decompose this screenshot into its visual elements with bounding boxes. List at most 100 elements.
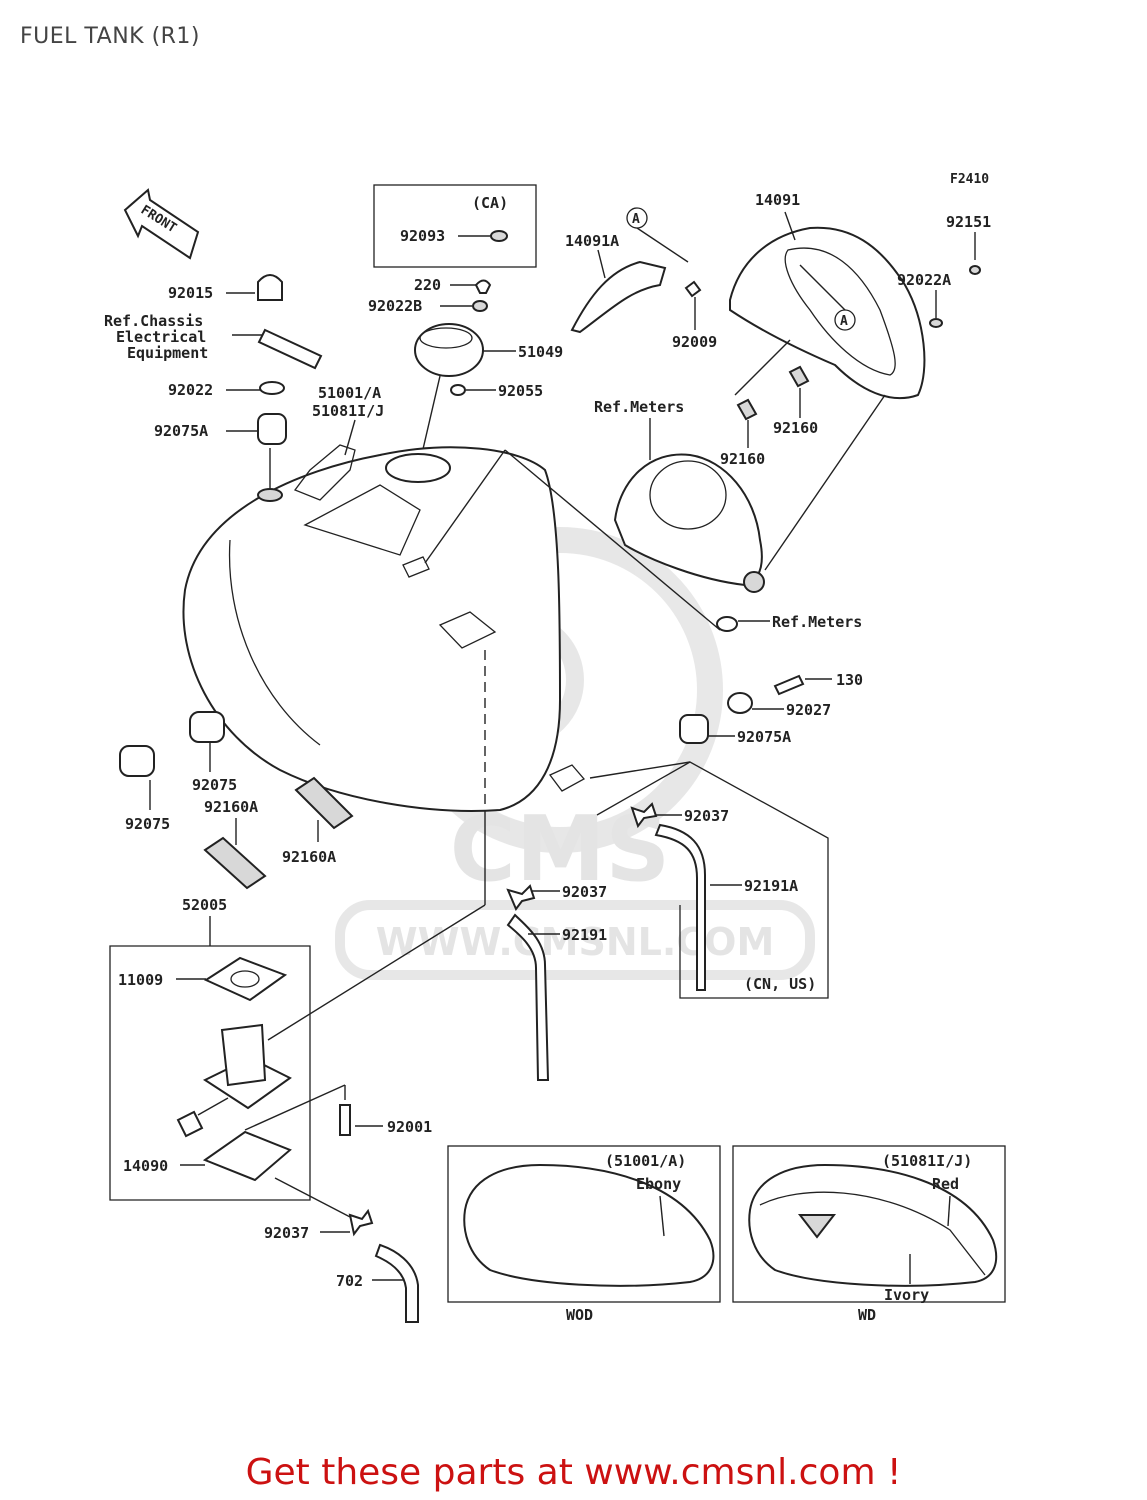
part-14091A: 14091A — [565, 232, 619, 250]
filter-14090 — [202, 1130, 292, 1182]
cover-14091A — [570, 260, 667, 334]
part-92037-center: 92037 — [562, 883, 607, 901]
cn-us-label: (CN, US) — [744, 975, 816, 993]
part-92075-b: 92075 — [125, 815, 170, 833]
pad-92160A-b — [294, 776, 354, 830]
part-92037-right: 92037 — [684, 807, 729, 825]
gasket-92055 — [450, 384, 466, 396]
part-92093: 92093 — [400, 227, 445, 245]
damper-92075-b — [119, 745, 155, 777]
ref-chassis-2: Electrical — [116, 328, 206, 346]
clamp-92037-right — [630, 802, 658, 829]
part-92022B: 92022B — [368, 297, 422, 315]
washer-92022A — [929, 318, 943, 328]
clamp-92037-bottom — [348, 1208, 374, 1237]
part-51001: 51001/A — [318, 384, 381, 402]
grommet-ref-meters — [716, 616, 738, 632]
wod-label: WOD — [566, 1306, 593, 1324]
grommet-92160-b — [788, 365, 810, 388]
part-92191A: 92191A — [744, 877, 798, 895]
page-title: FUEL TANK (R1) — [20, 24, 201, 49]
part-92160-b: 92160 — [773, 419, 818, 437]
filler-neck — [385, 453, 451, 483]
ca-label: (CA) — [472, 194, 508, 212]
part-92022: 92022 — [168, 381, 213, 399]
damper-92075-a — [189, 711, 225, 743]
damper-92075A-top — [257, 413, 287, 445]
pump-group-box — [109, 945, 311, 1201]
part-51049: 51049 — [518, 343, 563, 361]
clamp-92037-center — [506, 884, 536, 911]
part-92001: 92001 — [387, 1118, 432, 1136]
clip-icon — [402, 556, 430, 578]
part-702: 702 — [336, 1272, 363, 1290]
ref-A-2: A — [840, 314, 848, 329]
nut-92151 — [969, 265, 981, 275]
cn-us-variant-box — [596, 761, 829, 999]
red-ivory-tank-silhouette — [748, 1163, 998, 1287]
tank-fitting — [548, 764, 586, 792]
watermark-url: WWW.CMSNL.COM — [376, 920, 775, 964]
bolt-130 — [773, 674, 805, 696]
part-92191: 92191 — [562, 926, 607, 944]
collar-92027 — [727, 692, 753, 714]
part-220: 220 — [414, 276, 441, 294]
ebony-code: (51001/A) — [605, 1152, 686, 1170]
wd-label: WD — [858, 1306, 876, 1324]
tank-emblem-icon — [797, 1214, 837, 1239]
part-92015: 92015 — [168, 284, 213, 302]
part-14091: 14091 — [755, 191, 800, 209]
pad-92160A-a — [203, 836, 267, 890]
hose-92191 — [506, 913, 550, 1081]
red-ivory-tank-box — [732, 1145, 1006, 1303]
screw-92009 — [684, 280, 702, 298]
washer-92022B — [472, 300, 488, 312]
hose-702 — [374, 1243, 419, 1323]
part-92037-bottom: 92037 — [264, 1224, 309, 1242]
part-92160A-a: 92160A — [204, 798, 258, 816]
red-code: (51081I/J) — [882, 1152, 972, 1170]
part-92009: 92009 — [672, 333, 717, 351]
part-92027: 92027 — [786, 701, 831, 719]
ebony-label: Ebony — [636, 1175, 681, 1193]
tank-bracket — [293, 444, 356, 501]
ivory-label: Ivory — [884, 1286, 929, 1304]
pump-opening — [438, 611, 497, 649]
part-92151: 92151 — [946, 213, 991, 231]
ref-chassis-1: Ref.Chassis — [104, 312, 203, 330]
ebony-tank-silhouette — [463, 1163, 715, 1287]
fuel-tank-body — [182, 446, 562, 812]
screw-220 — [474, 279, 492, 294]
ref-A-1: A — [632, 212, 640, 227]
nut-92093 — [490, 230, 508, 242]
ca-variant-box — [373, 184, 537, 268]
hose-92191A — [654, 823, 706, 991]
ebony-tank-box — [447, 1145, 721, 1303]
part-92160A-b: 92160A — [282, 848, 336, 866]
ground-strap-icon — [257, 328, 323, 370]
part-14090: 14090 — [123, 1157, 168, 1175]
part-52005: 52005 — [182, 896, 227, 914]
meter-cover-14091 — [729, 226, 926, 400]
connector-icon — [176, 1110, 204, 1138]
ref-chassis-3: Equipment — [127, 344, 208, 362]
footer-cta-link[interactable]: Get these parts at www.cmsnl.com ! — [245, 1452, 902, 1493]
part-92055: 92055 — [498, 382, 543, 400]
part-92075A-top: 92075A — [154, 422, 208, 440]
washer-92022 — [259, 381, 285, 395]
part-130: 130 — [836, 671, 863, 689]
ref-meters-top: Ref.Meters — [594, 398, 684, 416]
red-label: Red — [932, 1175, 959, 1193]
part-92075A-bottom: 92075A — [737, 728, 791, 746]
tank-recess — [303, 484, 421, 556]
figure-code: F2410 — [950, 172, 989, 187]
cap-nut-92015 — [257, 274, 283, 301]
fuel-cap-51049 — [414, 323, 484, 377]
bolt-92001 — [339, 1104, 351, 1136]
damper-92075A-bottom — [679, 714, 709, 744]
ref-meters-bottom: Ref.Meters — [772, 613, 862, 631]
part-92022A: 92022A — [897, 271, 951, 289]
part-51081: 51081I/J — [312, 402, 384, 420]
part-11009: 11009 — [118, 971, 163, 989]
